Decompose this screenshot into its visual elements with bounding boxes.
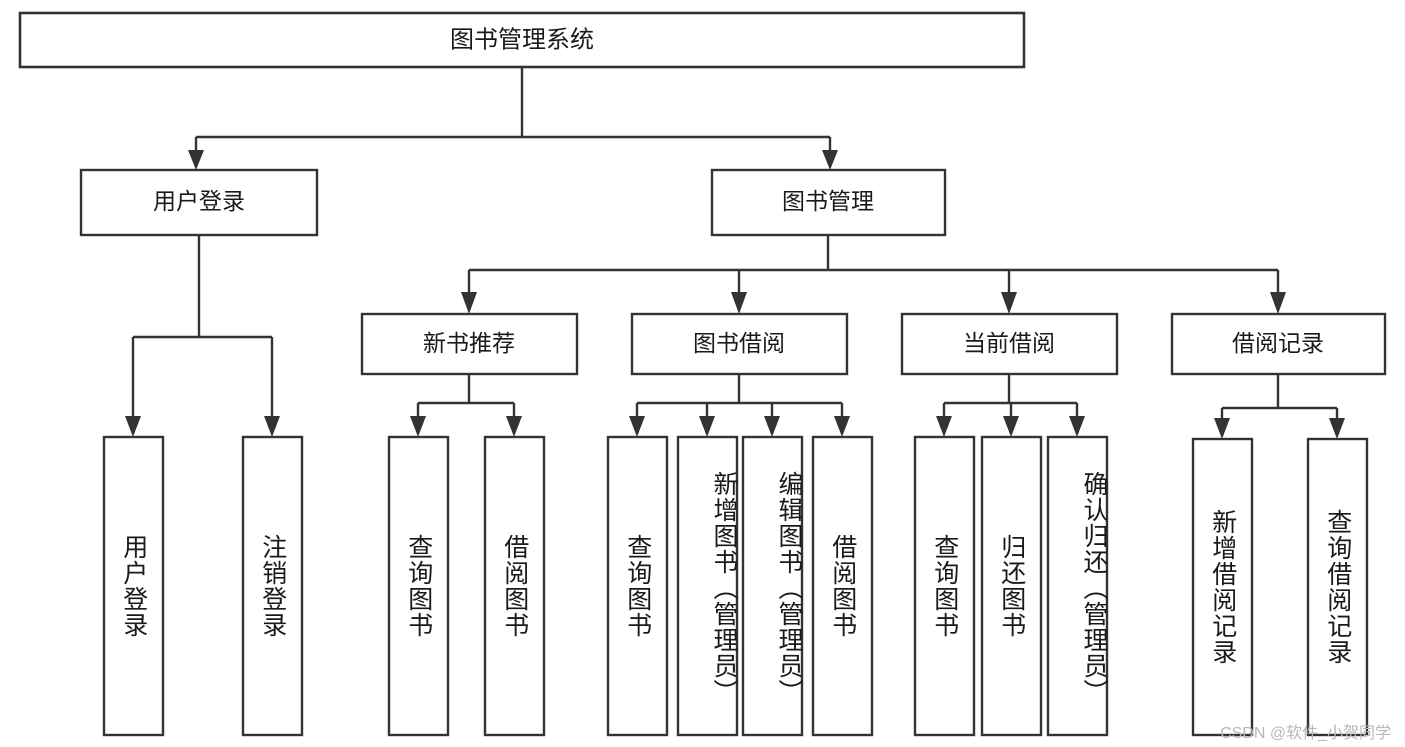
node-new-book-recommend-box[interactable] <box>360 312 579 376</box>
node-current-borrow-label: 当前借阅 <box>963 330 1055 356</box>
arrowhead-leaf-return-book <box>1003 416 1019 437</box>
leaf-add-record-box[interactable] <box>1191 437 1254 737</box>
node-user-login-label: 用户登录 <box>153 188 245 214</box>
node-book-management-box[interactable] <box>710 168 947 237</box>
node-book-borrow[interactable]: 图书借阅 <box>630 312 849 376</box>
leaf-boxes <box>102 435 1369 737</box>
leaf-edit-book-box[interactable] <box>741 435 804 737</box>
leaf-confirm-return-box[interactable] <box>1046 435 1109 737</box>
arrowhead-book-borrow <box>731 292 747 314</box>
leaf-query-book-2-box[interactable] <box>606 435 669 737</box>
arrowhead-leaf-logout <box>264 416 280 437</box>
leaf-query-book-1-box[interactable] <box>387 435 450 737</box>
leaf-query-book-3-box[interactable] <box>913 435 976 737</box>
leaf-query-record-box[interactable] <box>1306 437 1369 737</box>
arrowhead-borrow-record <box>1270 292 1286 314</box>
connectors <box>125 67 1345 439</box>
node-root[interactable]: 图书管理系统 <box>18 11 1026 69</box>
node-current-borrow-box[interactable] <box>900 312 1119 376</box>
leaf-add-book-box[interactable] <box>676 435 739 737</box>
arrowhead-leaf-borrow-book-2 <box>834 416 850 437</box>
node-new-book-recommend[interactable]: 新书推荐 <box>360 312 579 376</box>
leaf-return-book-box[interactable] <box>980 435 1043 737</box>
node-borrow-record[interactable]: 借阅记录 <box>1170 312 1387 376</box>
node-new-book-recommend-label: 新书推荐 <box>423 330 515 356</box>
node-book-borrow-box[interactable] <box>630 312 849 376</box>
arrowhead-current-borrow <box>1001 292 1017 314</box>
arrowhead-new-book-recommend <box>461 292 477 314</box>
node-borrow-record-label: 借阅记录 <box>1232 330 1324 356</box>
node-borrow-record-box[interactable] <box>1170 312 1387 376</box>
arrowhead-leaf-user-login <box>125 416 141 437</box>
arrowhead-leaf-query-book-1 <box>410 416 426 437</box>
leaf-borrow-book-1-box[interactable] <box>483 435 546 737</box>
arrowhead-leaf-add-book <box>699 416 715 437</box>
arrowhead-book-management <box>822 150 838 170</box>
watermark: CSDN @软件_小贺同学 <box>1220 725 1391 742</box>
arrowhead-leaf-confirm-return <box>1069 416 1085 437</box>
arrowhead-leaf-query-book-2 <box>629 416 645 437</box>
arrowhead-leaf-query-record <box>1329 418 1345 439</box>
arrowhead-user-login <box>188 150 204 170</box>
arrowhead-leaf-edit-book <box>764 416 780 437</box>
arrowhead-leaf-borrow-book-1 <box>506 416 522 437</box>
node-root-label: 图书管理系统 <box>450 26 594 53</box>
leaf-borrow-book-2-box[interactable] <box>811 435 874 737</box>
leaf-logout-box[interactable] <box>241 435 304 737</box>
node-current-borrow[interactable]: 当前借阅 <box>900 312 1119 376</box>
node-book-borrow-label: 图书借阅 <box>693 330 785 356</box>
node-book-management-label: 图书管理 <box>782 188 874 214</box>
arrowhead-leaf-add-record <box>1214 418 1230 439</box>
leaf-user-login-box[interactable] <box>102 435 165 737</box>
arrowhead-leaf-query-book-3 <box>936 416 952 437</box>
node-book-management[interactable]: 图书管理 <box>710 168 947 237</box>
node-user-login-box[interactable] <box>79 168 319 237</box>
node-user-login[interactable]: 用户登录 <box>79 168 319 237</box>
node-root-box[interactable] <box>18 11 1026 69</box>
